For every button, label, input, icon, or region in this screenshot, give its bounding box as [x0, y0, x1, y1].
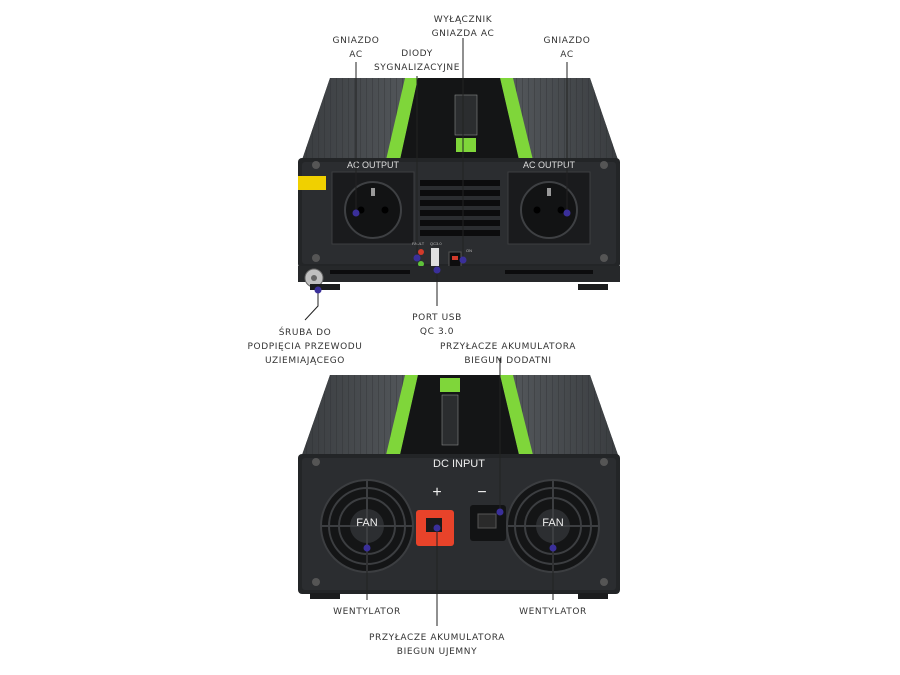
callout-indicator-leds: DIODY SYGNALIZACYJNE	[373, 49, 460, 73]
ac-output-label-left: AC OUTPUT	[347, 160, 400, 170]
callout-lines	[304, 38, 568, 626]
callout-ground-screw: ŚRUBA DO PODPIĘCIA PRZEWODU UZIEMIAJĄCEG…	[247, 328, 363, 366]
green-stripe-left	[386, 78, 418, 160]
callout-ac-socket-left: GNIAZDO AC	[332, 36, 380, 60]
callout-ac-switch: WYŁĄCZNIK GNIAZDA AC	[431, 15, 495, 39]
callout-fan-right: WENTYLATOR	[519, 607, 587, 617]
svg-text:FAULT: FAULT	[412, 241, 425, 246]
fan-right: FAN	[506, 479, 600, 573]
bottom-inverter: DC INPUT FAN FAN + −	[298, 375, 620, 599]
svg-text:FAN: FAN	[542, 517, 563, 529]
ac-output-label-right: AC OUTPUT	[523, 160, 576, 170]
callout-negative-terminal: PRZYŁACZE AKUMULATORA BIEGUN UJEMNY	[368, 633, 506, 657]
dc-input-label: DC INPUT	[433, 458, 485, 470]
usb-port	[431, 248, 439, 266]
power-led	[418, 261, 424, 267]
green-stripe-right	[500, 78, 533, 160]
callout-dots	[314, 209, 571, 552]
callout-usb-port: PORT USB QC 3.0	[412, 313, 462, 337]
callout-fan-left: WENTYLATOR	[333, 607, 401, 617]
fault-led	[418, 249, 424, 255]
callout-positive-terminal: PRZYŁACZE AKUMULATORA BIEGUN DODATNI	[439, 342, 577, 366]
top-inverter: AC OUTPUT AC OUTPUT FAULT POWER QC3.0 ON…	[298, 78, 620, 290]
svg-text:ON: ON	[466, 248, 472, 253]
plus-sign: +	[432, 484, 441, 501]
callout-ac-socket-right: GNIAZDO AC	[543, 36, 591, 60]
svg-text:FAN: FAN	[356, 517, 377, 529]
svg-text:QC3.0: QC3.0	[430, 241, 442, 246]
brand-label	[454, 94, 478, 136]
minus-sign: −	[477, 484, 486, 501]
